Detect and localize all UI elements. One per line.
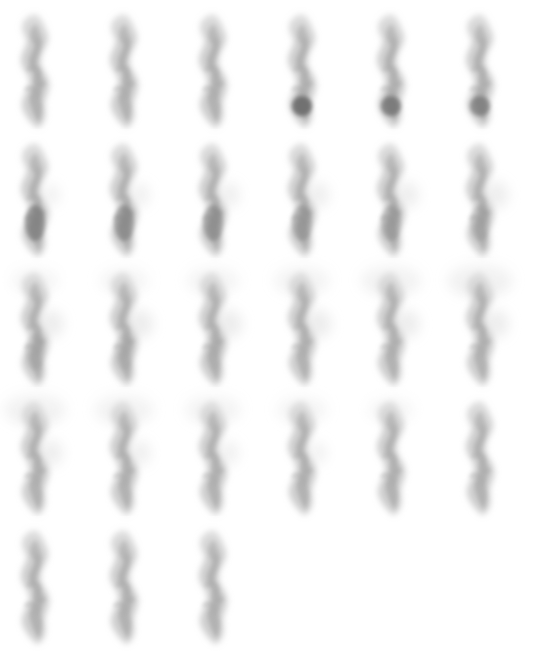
smoke-frame-8 bbox=[84, 129, 164, 269]
top-fade bbox=[440, 387, 520, 527]
smoke-frame-20 bbox=[84, 387, 164, 527]
top-fade bbox=[84, 387, 164, 527]
smoke-frame-13 bbox=[0, 258, 75, 398]
smoke-frame-15 bbox=[173, 258, 253, 398]
top-fade bbox=[0, 129, 75, 269]
smoke-frame-26 bbox=[84, 516, 164, 656]
top-fade bbox=[351, 129, 431, 269]
smoke-frame-16 bbox=[262, 258, 342, 398]
top-fade bbox=[84, 129, 164, 269]
top-fade bbox=[84, 516, 164, 656]
smoke-frame-3 bbox=[173, 0, 253, 140]
top-fade bbox=[0, 387, 75, 527]
smoke-frame-4 bbox=[262, 0, 342, 140]
smoke-frame-5 bbox=[351, 0, 431, 140]
smoke-frame-11 bbox=[351, 129, 431, 269]
smoke-frame-23 bbox=[351, 387, 431, 527]
top-fade bbox=[351, 0, 431, 140]
smoke-frame-9 bbox=[173, 129, 253, 269]
top-fade bbox=[262, 258, 342, 398]
smoke-frame-14 bbox=[84, 258, 164, 398]
top-fade bbox=[173, 129, 253, 269]
top-fade bbox=[440, 258, 520, 398]
top-fade bbox=[440, 129, 520, 269]
top-fade bbox=[351, 258, 431, 398]
top-fade bbox=[351, 387, 431, 527]
top-fade bbox=[173, 0, 253, 140]
smoke-frame-24 bbox=[440, 387, 520, 527]
smoke-frame-19 bbox=[0, 387, 75, 527]
top-fade bbox=[84, 258, 164, 398]
smoke-frame-17 bbox=[351, 258, 431, 398]
top-fade bbox=[262, 0, 342, 140]
smoke-frame-27 bbox=[173, 516, 253, 656]
smoke-frame-18 bbox=[440, 258, 520, 398]
top-fade bbox=[440, 0, 520, 140]
top-fade bbox=[84, 0, 164, 140]
smoke-frame-12 bbox=[440, 129, 520, 269]
smoke-frame-21 bbox=[173, 387, 253, 527]
top-fade bbox=[262, 387, 342, 527]
smoke-frame-22 bbox=[262, 387, 342, 527]
top-fade bbox=[0, 516, 75, 656]
smoke-frame-6 bbox=[440, 0, 520, 140]
smoke-frame-1 bbox=[0, 0, 75, 140]
top-fade bbox=[0, 258, 75, 398]
top-fade bbox=[0, 0, 75, 140]
top-fade bbox=[173, 387, 253, 527]
smoke-frame-7 bbox=[0, 129, 75, 269]
top-fade bbox=[173, 258, 253, 398]
smoke-frame-10 bbox=[262, 129, 342, 269]
top-fade bbox=[173, 516, 253, 656]
top-fade bbox=[262, 129, 342, 269]
smoke-frame-25 bbox=[0, 516, 75, 656]
smoke-frame-2 bbox=[84, 0, 164, 140]
